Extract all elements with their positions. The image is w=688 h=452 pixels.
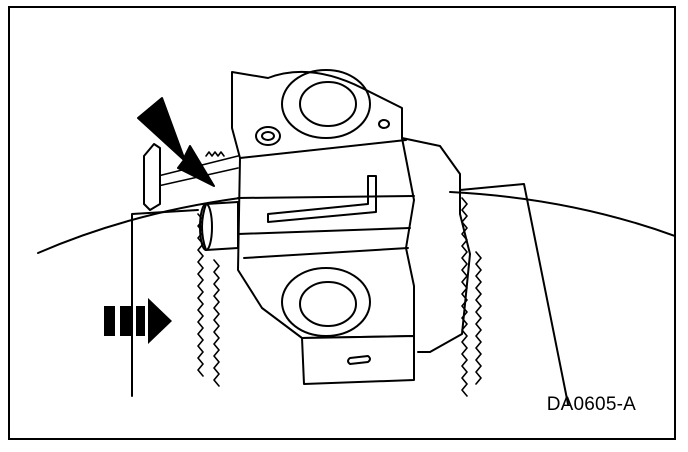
lower-bore-inner bbox=[299, 281, 357, 327]
block-slot bbox=[267, 175, 377, 223]
arrow-down-left-icon bbox=[137, 97, 215, 187]
locking-pin bbox=[201, 201, 239, 251]
small-hole-inner bbox=[261, 131, 275, 141]
pin-hole bbox=[378, 119, 390, 129]
illustration-frame: DA0605-A bbox=[8, 6, 676, 440]
left-break-line-2 bbox=[213, 259, 220, 387]
figure-id-label: DA0605-A bbox=[546, 394, 636, 415]
tool-block-front-face bbox=[301, 335, 415, 385]
face-line-4 bbox=[243, 247, 409, 259]
small-hole bbox=[255, 126, 281, 146]
lower-bore-outer bbox=[281, 267, 371, 337]
timing-tool-illustration bbox=[37, 69, 674, 405]
face-line-1 bbox=[239, 139, 407, 159]
right-plate bbox=[459, 183, 569, 405]
tool-block-body bbox=[231, 70, 415, 339]
bolt-head bbox=[143, 143, 161, 211]
right-break-line-2 bbox=[475, 251, 482, 385]
locking-pin-end bbox=[199, 203, 213, 251]
upper-bore-inner bbox=[299, 81, 357, 127]
block-edge bbox=[261, 307, 303, 339]
face-line-2 bbox=[237, 195, 415, 199]
face-line-3 bbox=[237, 227, 411, 235]
rear-bracket bbox=[401, 137, 471, 353]
upper-bore-outer bbox=[281, 69, 371, 139]
dashed-arrow-right-icon bbox=[104, 298, 172, 344]
front-slot bbox=[347, 355, 371, 365]
left-plate bbox=[131, 209, 199, 397]
engine-curve bbox=[37, 191, 674, 254]
